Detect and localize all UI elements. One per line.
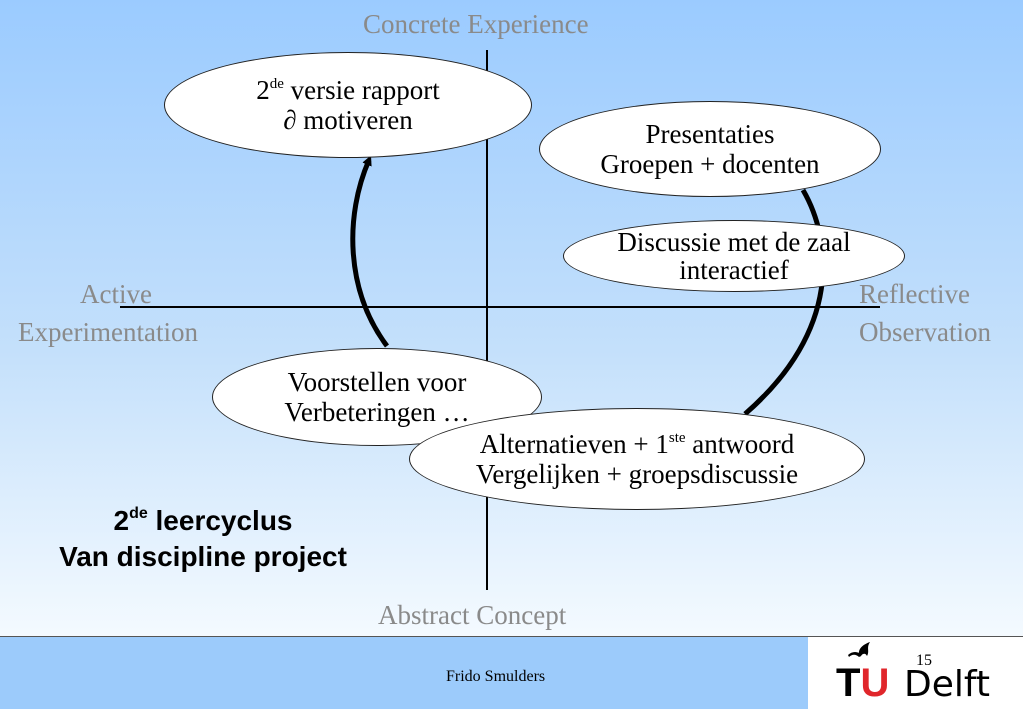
node-presentaties-line1: Presentaties	[645, 119, 775, 149]
node-alternatieven: Alternatieven + 1ste antwoord Vergelijke…	[409, 408, 865, 510]
node-presentaties-line2: Groepen + docenten	[600, 149, 820, 179]
tudelft-logo: TU Delft	[808, 637, 1023, 709]
node-rapport: 2de versie rapport ∂ motiveren	[164, 52, 532, 158]
node-alternatieven-sup: ste	[668, 430, 686, 446]
node-presentaties: Presentaties Groepen + docenten	[539, 101, 881, 197]
footer-author: Frido Smulders	[446, 668, 546, 685]
axis-label-top: Concrete Experience	[363, 9, 589, 39]
title-line2: Van discipline project	[59, 541, 347, 572]
title-sup: de	[129, 505, 148, 522]
diagram-lines	[120, 50, 880, 590]
node-rapport-text: versie rapport	[283, 75, 440, 105]
node-discussie-line1: Discussie met de zaal	[617, 227, 851, 257]
node-voorstellen-line1: Voorstellen voor	[287, 367, 467, 397]
node-alternatieven-line2: Vergelijken + groepsdiscussie	[475, 459, 799, 489]
logo-delft-text: Delft	[904, 664, 990, 705]
axis-label-right-2: Observation	[859, 317, 991, 347]
node-discussie: Discussie met de zaal interactief	[563, 220, 905, 292]
slide-title: 2de leercyclus Van discipline project	[18, 503, 388, 575]
title-num: 2	[113, 505, 130, 536]
logo-tu-text: TU	[836, 661, 889, 705]
node-alternatieven-text: Alternatieven + 1	[479, 429, 669, 459]
axis-label-left-1: Active	[80, 279, 152, 309]
axis-label-bottom: Abstract Concept	[378, 600, 567, 630]
footer-bar: TU Delft	[0, 636, 1023, 709]
node-discussie-line2: interactief	[679, 255, 789, 285]
node-voorstellen-line2: Verbeteringen …	[284, 397, 470, 427]
node-rapport-sup: de	[269, 76, 284, 92]
node-rapport-line2: ∂ motiveren	[283, 105, 413, 135]
axis-label-left-2: Experimentation	[18, 317, 198, 347]
node-rapport-num: 2	[256, 75, 270, 105]
page-number: 15	[916, 652, 932, 669]
flame-icon: TU Delft	[836, 642, 990, 705]
axis-label-right-1: Reflective	[859, 279, 970, 309]
title-line1: leercyclus	[147, 505, 293, 536]
arrow-to-rapport	[350, 155, 390, 348]
cycle-arc-right	[743, 188, 826, 416]
node-alternatieven-suffix: antwoord	[685, 429, 795, 459]
